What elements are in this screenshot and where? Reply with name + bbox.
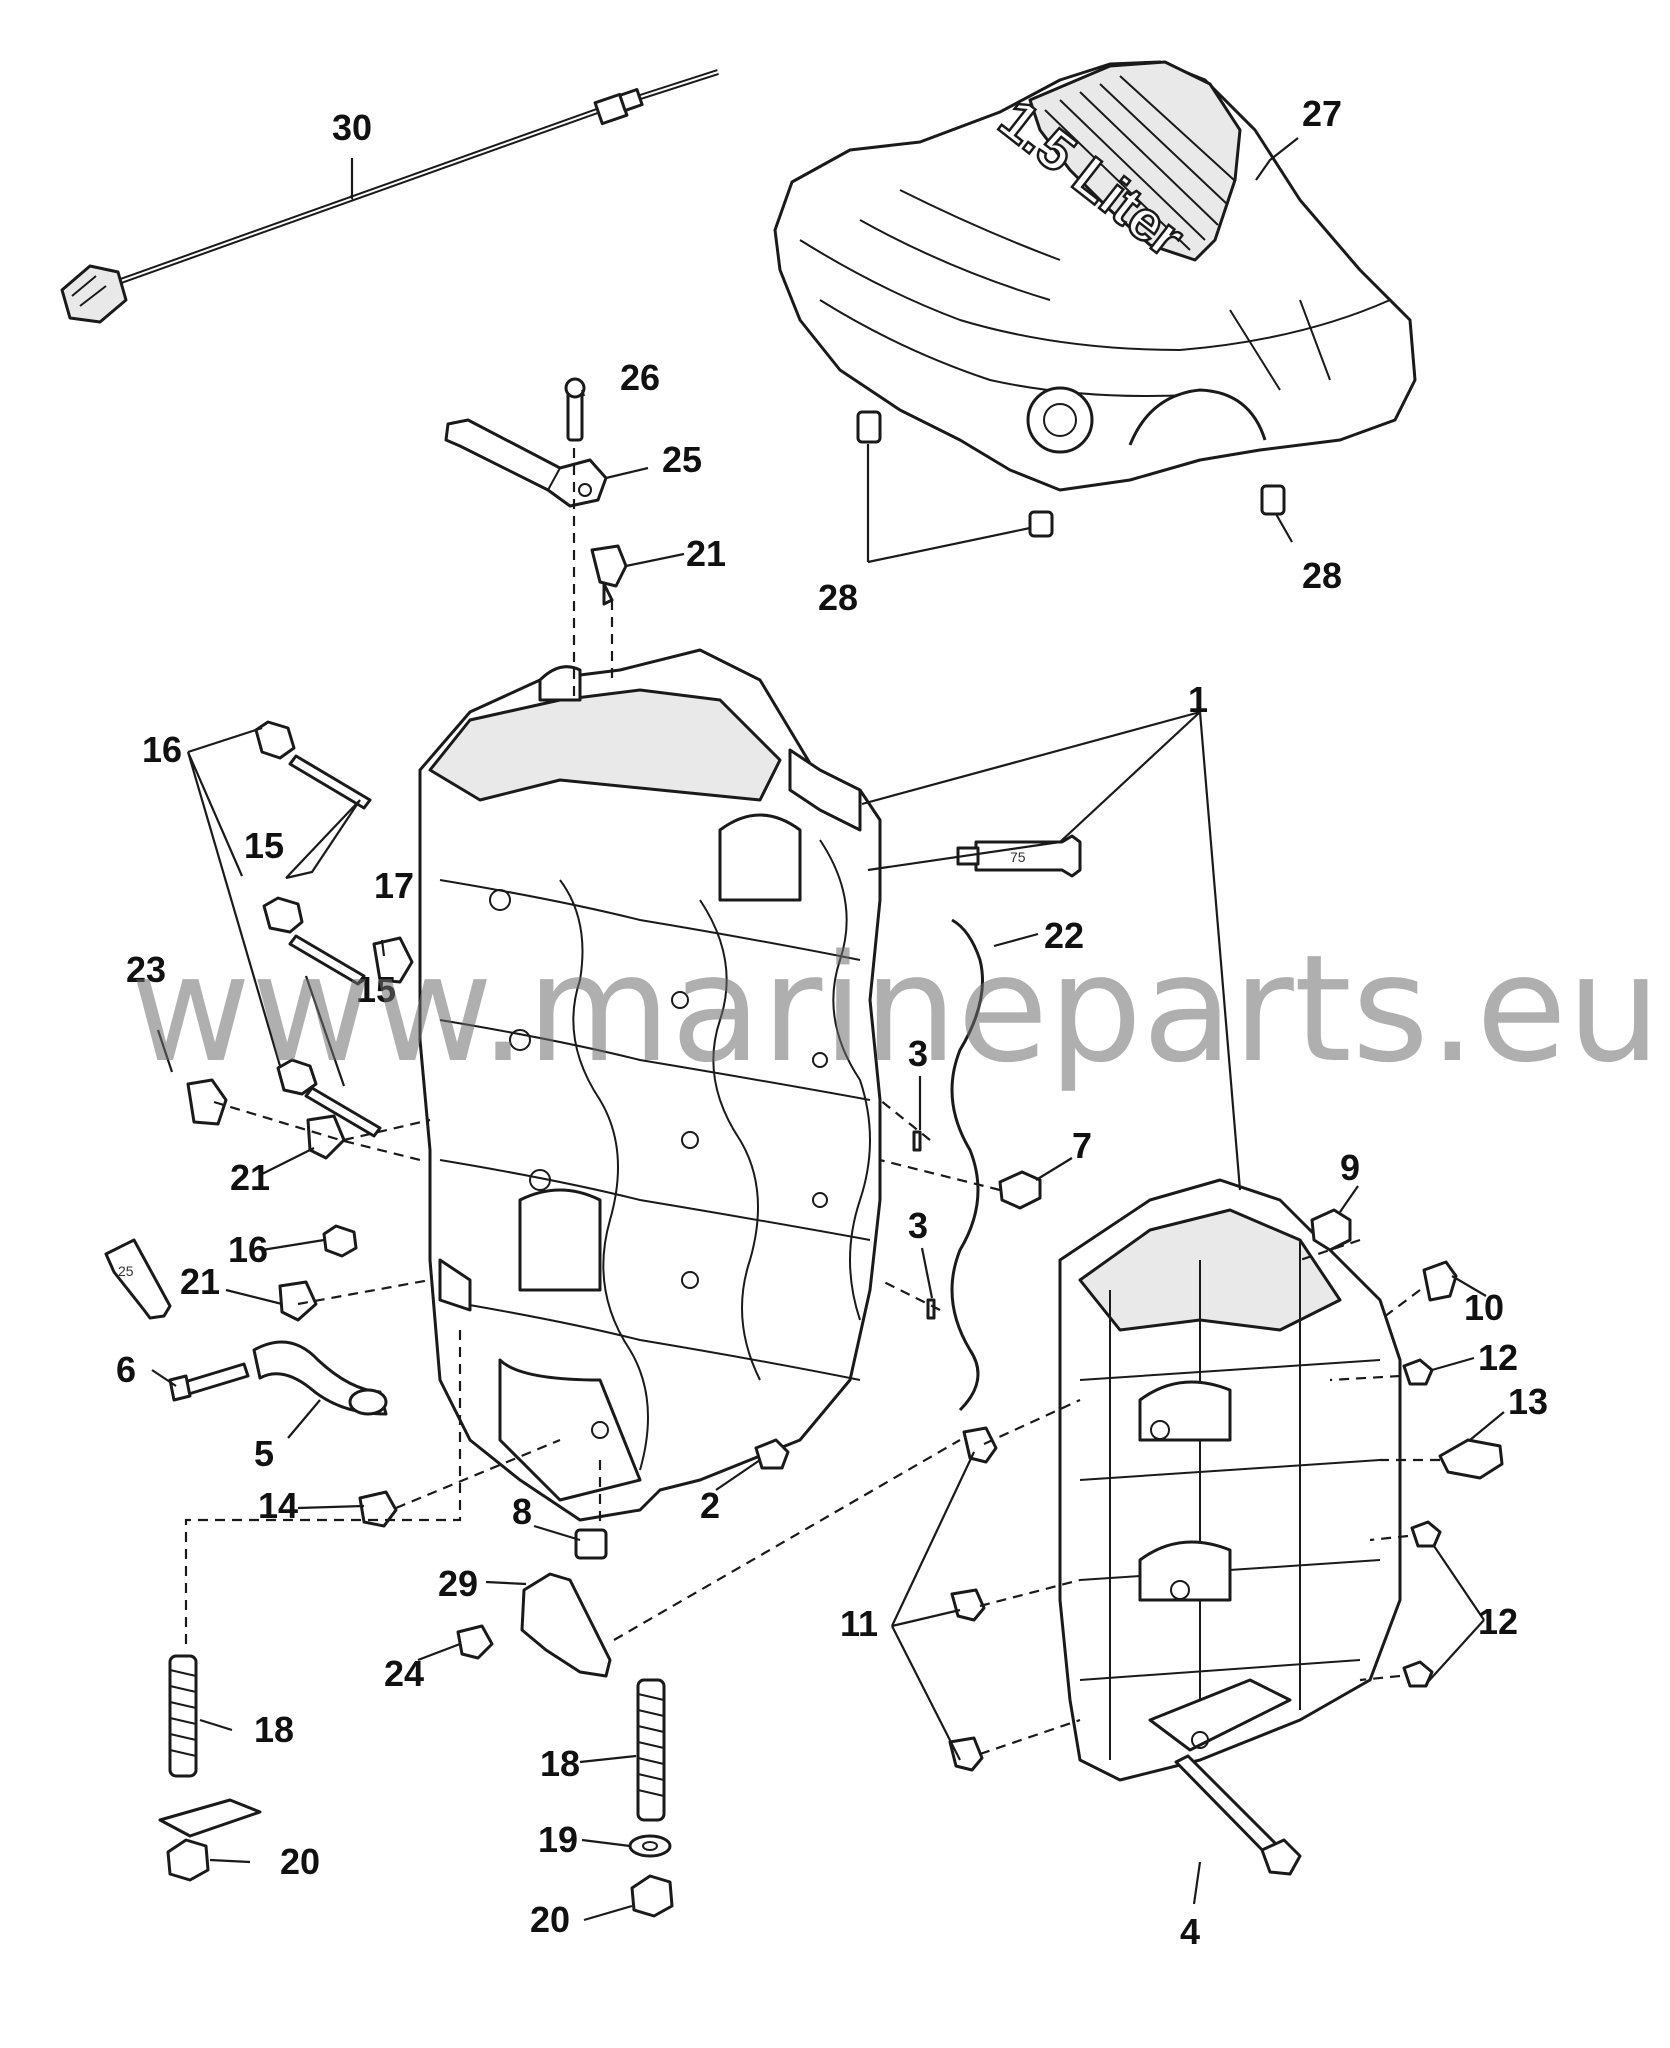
sealant-tube-right-label: 75 — [1010, 849, 1026, 865]
callout-22: 22 — [1044, 915, 1084, 956]
callout-21-mid: 21 — [230, 1157, 270, 1198]
callout-25: 25 — [662, 439, 702, 480]
part-15-16-17-pins — [254, 720, 414, 1258]
callout-20-right: 20 — [530, 1899, 570, 1940]
callout-5: 5 — [254, 1433, 274, 1474]
part-1-cylinder-block — [418, 648, 882, 1522]
callout-19: 19 — [538, 1819, 578, 1860]
callout-16-top: 16 — [142, 729, 182, 770]
callout-29: 29 — [438, 1563, 478, 1604]
callout-13: 13 — [1508, 1381, 1548, 1422]
callout-3-top: 3 — [908, 1033, 928, 1074]
part-22-wiring — [950, 918, 984, 1412]
part-27-engine-cover: 1.5 Liter — [773, 60, 1417, 492]
part-1-crankcase-cover — [1058, 1178, 1402, 1782]
callout-30: 30 — [332, 107, 372, 148]
part-5-6-strap: 25 — [104, 1238, 388, 1416]
callout-15-mid: 15 — [356, 969, 396, 1010]
callout-24: 24 — [384, 1653, 424, 1694]
callout-4: 4 — [1180, 1911, 1200, 1952]
callout-20-left: 20 — [280, 1841, 320, 1882]
callout-12-bottom: 12 — [1478, 1601, 1518, 1642]
callout-11: 11 — [840, 1603, 878, 1644]
part-9-10-13-fittings — [1310, 1208, 1504, 1480]
part-7-plug — [998, 1170, 1042, 1210]
parts-18-19-20-studs — [158, 1654, 674, 1918]
callout-26: 26 — [620, 357, 660, 398]
callout-15-top: 15 — [244, 825, 284, 866]
callout-16-mid: 16 — [228, 1229, 268, 1270]
part-sealant-tube-right: 75 — [956, 834, 1082, 878]
part-4-bolt — [1174, 1754, 1302, 1876]
part-21-fittings — [278, 544, 628, 1322]
part-28-grommets — [856, 410, 1286, 538]
callout-2: 2 — [700, 1485, 720, 1526]
part-25-26-bracket — [444, 377, 608, 508]
leader-lines — [151, 137, 1505, 1922]
callout-28-right: 28 — [1302, 555, 1342, 596]
callout-7: 7 — [1072, 1125, 1092, 1166]
callout-23: 23 — [126, 949, 166, 990]
callout-3-bottom: 3 — [908, 1205, 928, 1246]
callout-17: 17 — [374, 865, 414, 906]
callout-8: 8 — [512, 1491, 532, 1532]
callouts: 30 27 26 25 21 28 28 1 16 15 17 22 23 15… — [116, 93, 1548, 1952]
callout-27: 27 — [1302, 93, 1342, 134]
sealant-tube-left-label: 25 — [118, 1263, 134, 1279]
callout-21-bottom: 21 — [180, 1261, 220, 1302]
callout-14: 14 — [258, 1485, 298, 1526]
part-3-dowels — [912, 1130, 936, 1320]
part-23-fitting — [186, 1078, 228, 1126]
callout-18-left: 18 — [254, 1709, 294, 1750]
callout-18-right: 18 — [540, 1743, 580, 1784]
callout-28-left: 28 — [818, 577, 858, 618]
part-30-sensor-harness — [60, 69, 719, 324]
callout-10: 10 — [1464, 1287, 1504, 1328]
callout-6: 6 — [116, 1349, 136, 1390]
parts-2-8-14-24-29 — [358, 1438, 790, 1678]
callout-9: 9 — [1340, 1147, 1360, 1188]
callout-21-top: 21 — [686, 533, 726, 574]
part-11-12-fittings — [948, 1358, 1442, 1772]
callout-1: 1 — [1188, 679, 1208, 720]
callout-12-top: 12 — [1478, 1337, 1518, 1378]
assembly-lines — [184, 448, 1440, 1756]
watermark: www.marineparts.eu — [130, 923, 1661, 1095]
